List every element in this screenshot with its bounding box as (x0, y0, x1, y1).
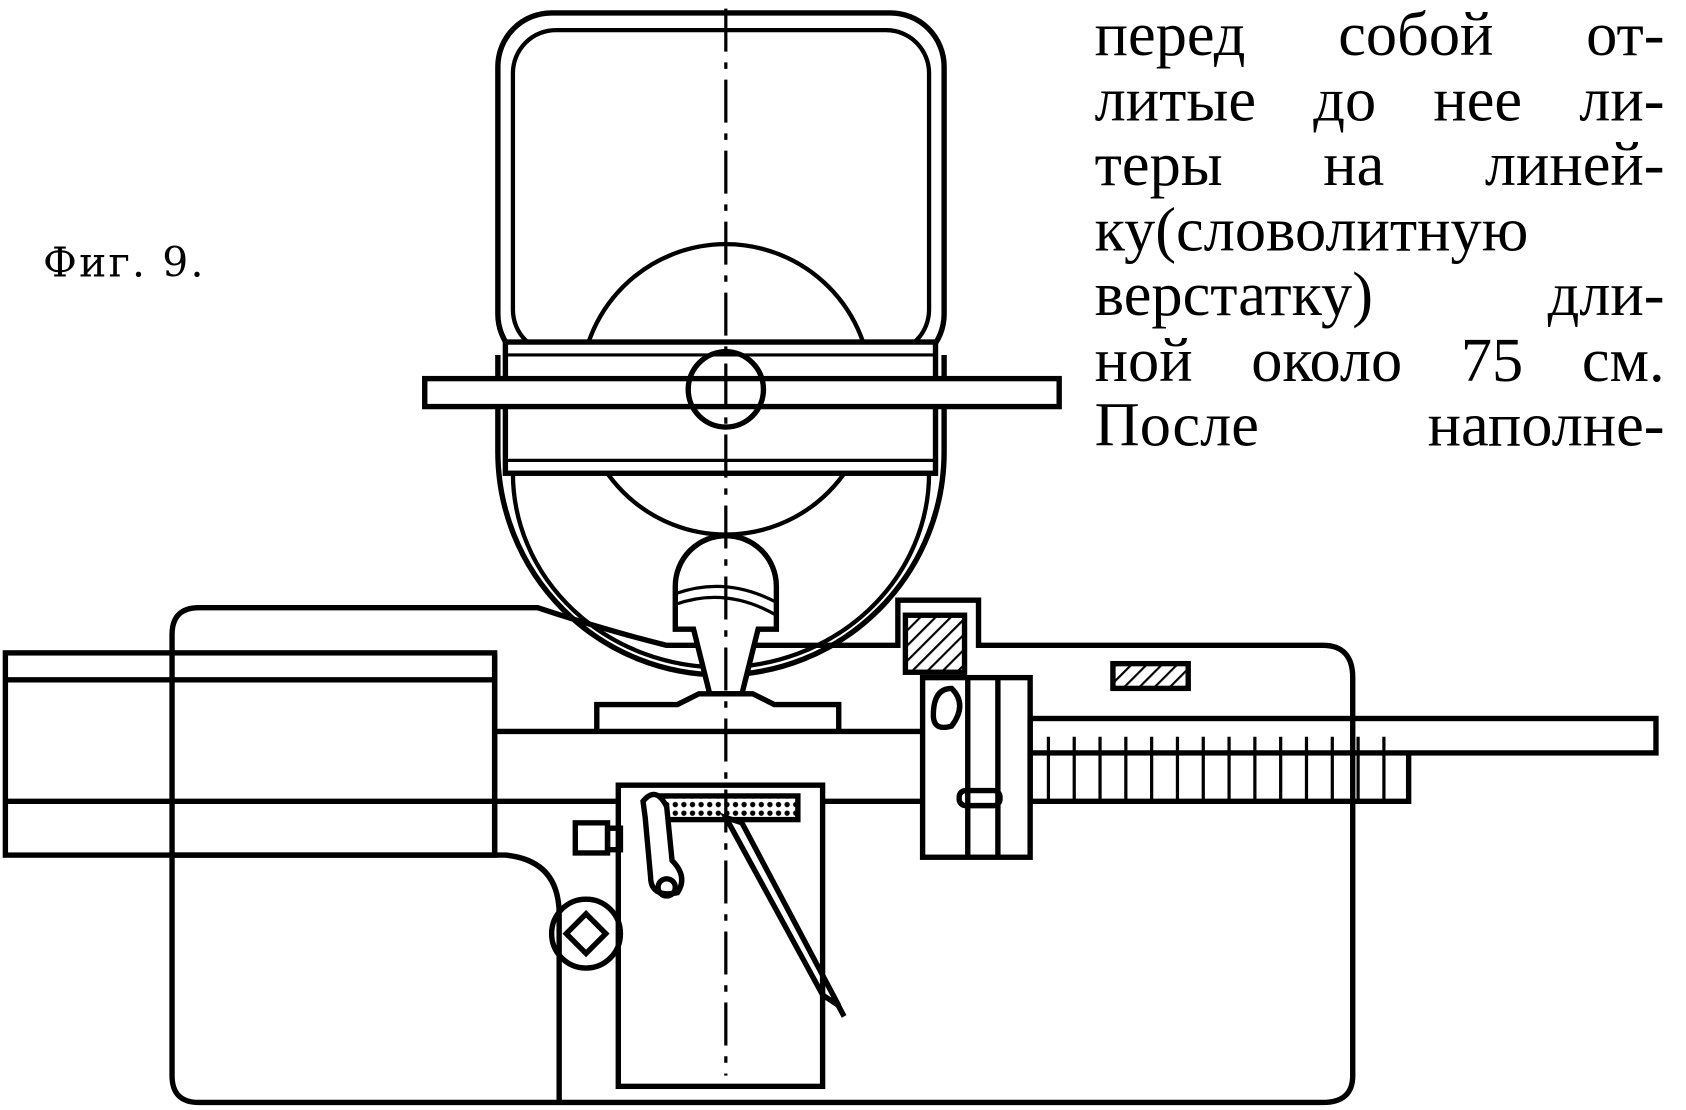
body-text: перед собой от- литые до нее ли- теры на… (1095, 2, 1665, 458)
type-stick (1027, 715, 1659, 756)
top-frame (495, 10, 947, 371)
text-line: теры на линей- (1094, 129, 1665, 199)
text-line: перед собой от- (1094, 0, 1665, 69)
text-line: ку(словолитную (1094, 194, 1529, 265)
text-line: ной около 75 см. (1094, 324, 1665, 395)
text-line: верстатку) дли- (1094, 259, 1665, 330)
figure-caption: Фиг. 9. (43, 238, 206, 287)
hatched-block (902, 612, 968, 675)
text-line: литые до нее ли- (1094, 63, 1665, 134)
side-wheel (548, 896, 624, 971)
left-slide-bar (2, 650, 498, 858)
crossbar (422, 375, 1062, 410)
text-line: После наполне- (1094, 389, 1665, 460)
slider-block (919, 674, 1033, 860)
